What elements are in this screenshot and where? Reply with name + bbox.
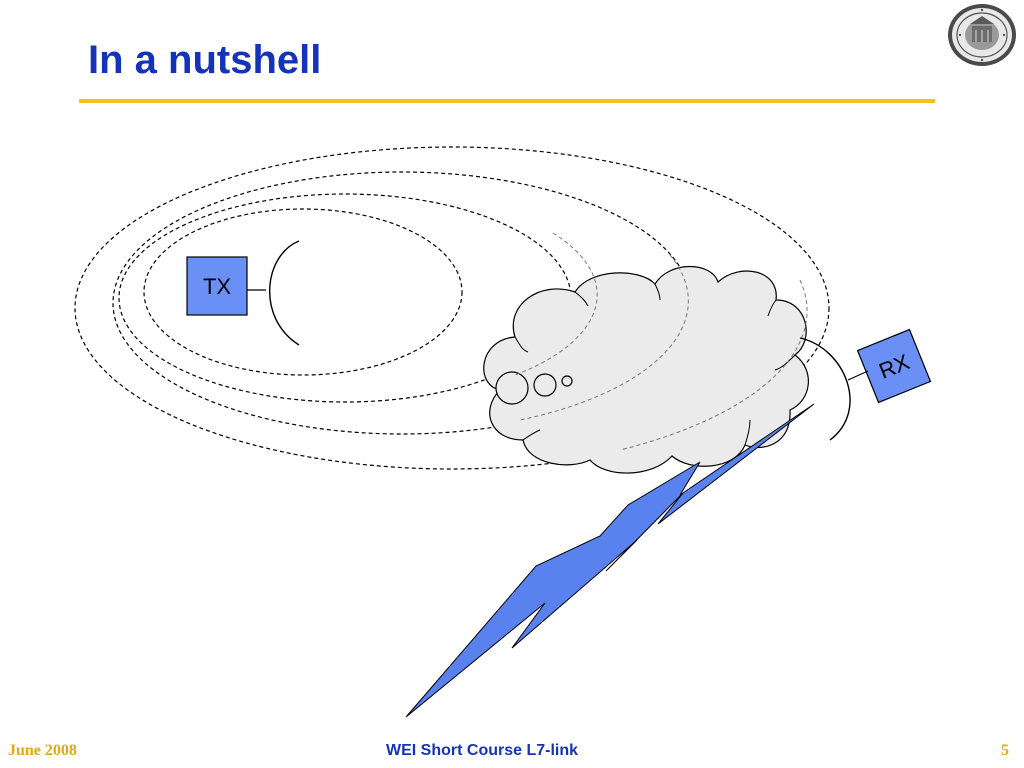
title-divider xyxy=(79,99,935,103)
receiver-antenna-dish xyxy=(799,337,851,441)
footer-course-title: WEI Short Course L7-link xyxy=(386,742,579,759)
radiation-ellipse-4 xyxy=(74,146,830,470)
transmitter-label: TX xyxy=(203,274,231,299)
receiver: RX xyxy=(799,328,932,441)
receiver-feed xyxy=(847,370,869,381)
thought-bubble-small xyxy=(561,375,573,387)
footer-page-number: 5 xyxy=(1001,742,1009,759)
radiation-ellipse-1 xyxy=(143,208,463,376)
thought-bubble-medium xyxy=(533,373,557,397)
transmitter-box xyxy=(186,256,248,316)
transmitter: TX xyxy=(186,240,300,346)
thought-bubble-large xyxy=(495,371,529,405)
receiver-box xyxy=(856,328,932,404)
transmitter-antenna-dish xyxy=(268,240,300,346)
footer-date: June 2008 xyxy=(8,742,77,759)
page-title: In a nutshell xyxy=(88,38,322,82)
lightning-bolt xyxy=(405,403,815,718)
university-seal-icon xyxy=(948,4,1016,66)
